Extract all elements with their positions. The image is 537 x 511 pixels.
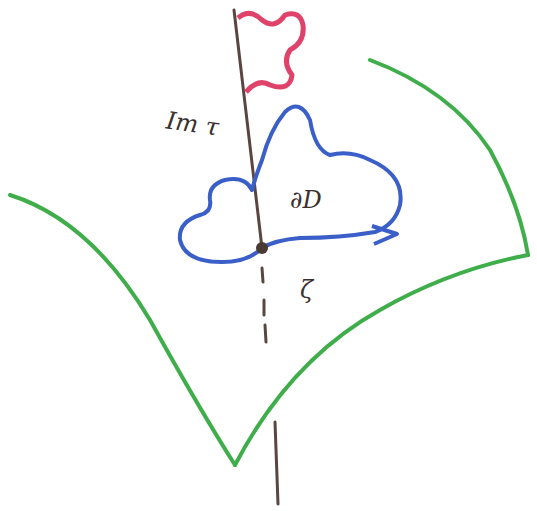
surface-outline (10, 60, 528, 465)
math-label: ζ (300, 278, 313, 302)
lower-part (275, 422, 278, 504)
math-label: ∂D (290, 188, 322, 212)
math-label: Im τ (165, 108, 221, 139)
flag (238, 13, 303, 92)
base-point (256, 242, 268, 254)
surface-edge (370, 60, 528, 255)
arrowhead (372, 226, 397, 244)
surface-edge (235, 255, 528, 465)
surface-edge (10, 195, 235, 465)
dashed-part (262, 268, 266, 342)
pole (234, 10, 262, 248)
